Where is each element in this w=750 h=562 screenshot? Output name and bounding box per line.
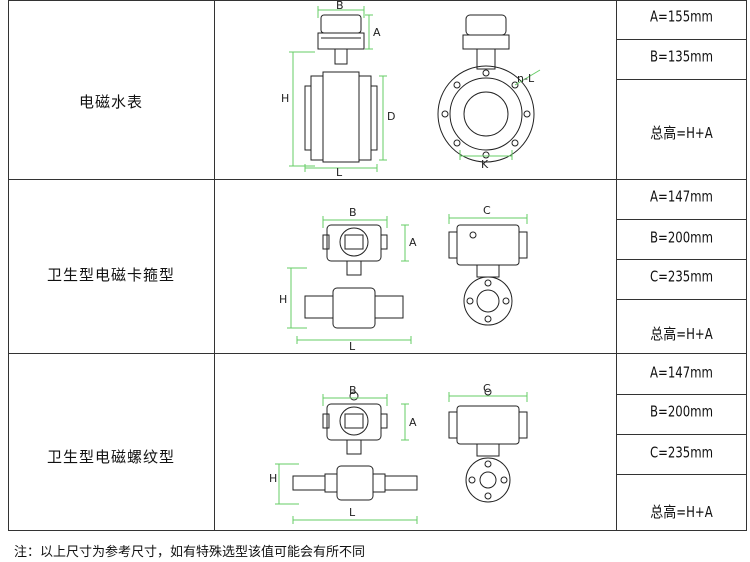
spec-value: B=200mm xyxy=(650,403,713,422)
spec-divider xyxy=(616,219,747,220)
product-name-sanitary-thread: 卫生型电磁螺纹型 xyxy=(46,448,175,466)
dim-label-d: D xyxy=(387,110,395,123)
dim-label-a: A xyxy=(409,416,417,429)
spec-value: 总高=H+A xyxy=(650,125,713,143)
footnote: 注：以上尺寸为参考尺寸，如有特殊选型该值可能会有所不同 xyxy=(14,545,366,560)
column-divider-1 xyxy=(214,0,215,531)
spec-divider xyxy=(616,434,747,435)
dim-label-b: B xyxy=(336,0,344,12)
spec-value: C=235mm xyxy=(649,268,714,287)
spec-value: 总高=H+A xyxy=(650,326,713,344)
dim-label-k: K xyxy=(481,158,489,171)
row-divider-1 xyxy=(8,179,747,180)
drawing-sanitary-clamp: B A H L C xyxy=(279,204,528,353)
dim-label-h: H xyxy=(279,293,287,306)
dim-label-b: B xyxy=(349,206,357,219)
table-border-bottom xyxy=(8,530,747,531)
spec-divider xyxy=(616,474,747,475)
product-name-electromagnetic-water-meter: 电磁水表 xyxy=(78,93,143,111)
spec-value: A=147mm xyxy=(650,188,713,207)
spec-value: A=147mm xyxy=(650,364,713,383)
spec-divider xyxy=(616,394,747,395)
dim-label-h: H xyxy=(269,472,277,485)
dim-label-c: C xyxy=(483,382,491,395)
row-divider-2 xyxy=(8,353,747,354)
spec-value: 总高=H+A xyxy=(650,504,713,522)
spec-value: B=135mm xyxy=(650,48,713,67)
product-name-sanitary-clamp: 卫生型电磁卡箍型 xyxy=(46,266,175,284)
dim-label-l: L xyxy=(349,506,356,519)
dim-label-l: L xyxy=(336,166,343,179)
dim-label-c: C xyxy=(483,204,491,217)
dim-label-l: L xyxy=(349,340,356,353)
spec-value: B=200mm xyxy=(650,229,713,248)
spec-divider xyxy=(616,299,747,300)
dim-label-h: H xyxy=(281,92,289,105)
spec-value: C=235mm xyxy=(649,444,714,463)
column-divider-2 xyxy=(616,0,617,531)
spec-divider xyxy=(616,259,747,260)
dim-label-nl: n-L xyxy=(517,72,535,85)
table-border-right xyxy=(746,0,747,531)
drawing-sanitary-thread: B A H L C xyxy=(269,382,528,524)
dim-label-a: A xyxy=(409,236,417,249)
table-border-left xyxy=(8,0,9,531)
dim-label-b: B xyxy=(349,384,357,397)
drawing-water-meter: B A H D L K n-L xyxy=(281,0,541,179)
table-border-top xyxy=(8,0,747,1)
spec-divider xyxy=(616,79,747,80)
dim-label-a: A xyxy=(373,26,381,39)
spec-value: A=155mm xyxy=(650,8,713,27)
spec-divider xyxy=(616,39,747,40)
